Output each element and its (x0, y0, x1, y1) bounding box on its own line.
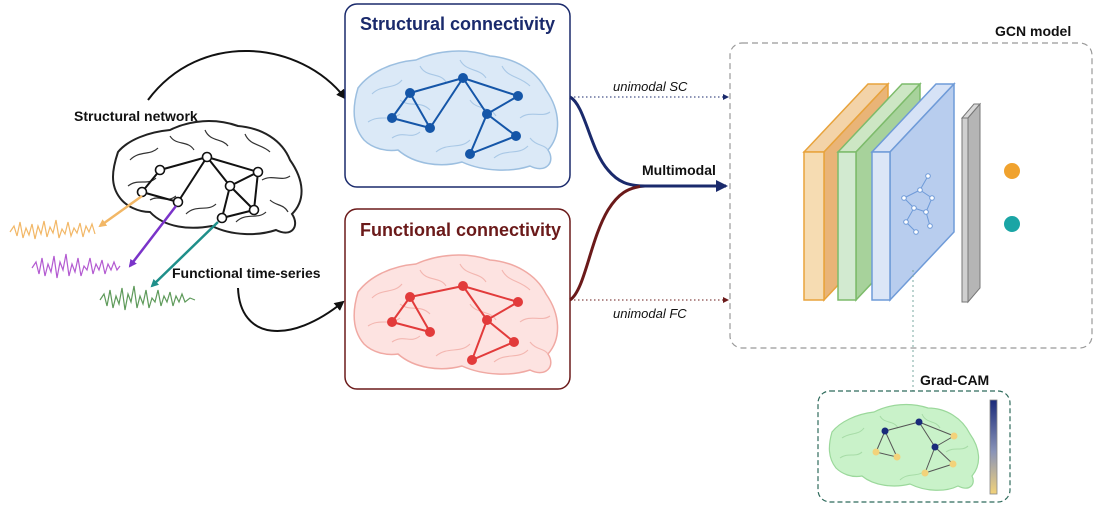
fc-title: Functional connectivity (360, 220, 561, 240)
sc-title: Structural connectivity (360, 14, 555, 34)
gcn-model-label: GCN model (995, 23, 1071, 39)
multimodal-label: Multimodal (642, 162, 716, 178)
gradcam-brain-icon (828, 403, 980, 491)
gcn-layer-gray (960, 102, 982, 304)
sc-multimodal-curve (569, 95, 646, 188)
gcn-model-panel: GCN model (729, 23, 1093, 349)
functional-connectivity-panel: Functional connectivity (344, 208, 571, 390)
signal-arrow-orange (98, 194, 143, 228)
functional-time-series-label: Functional time-series (172, 265, 321, 281)
gcn-graph-icon (901, 173, 935, 235)
gradcam-colorbar (989, 399, 998, 495)
unimodal-sc-label: unimodal SC (613, 79, 688, 94)
structural-connectivity-panel: Structural connectivity (344, 3, 571, 188)
time-series-purple (31, 253, 121, 279)
output-node-orange (1004, 163, 1020, 179)
gcn-layer-blue (870, 82, 956, 302)
signal-arrow-purple (128, 205, 177, 268)
unimodal-fc-label: unimodal FC (613, 306, 687, 321)
arrow-to-structural (147, 49, 347, 101)
gradcam-label: Grad-CAM (920, 372, 989, 388)
signal-arrow-teal (150, 221, 219, 288)
time-series-green (99, 285, 196, 311)
structural-network-label: Structural network (74, 108, 198, 124)
gradcam-panel (817, 390, 1011, 503)
left-brain-icon (112, 120, 303, 236)
arrow-to-functional (237, 287, 345, 332)
output-node-teal (1004, 216, 1020, 232)
fc-multimodal-curve (569, 184, 646, 302)
time-series-orange (9, 219, 96, 240)
